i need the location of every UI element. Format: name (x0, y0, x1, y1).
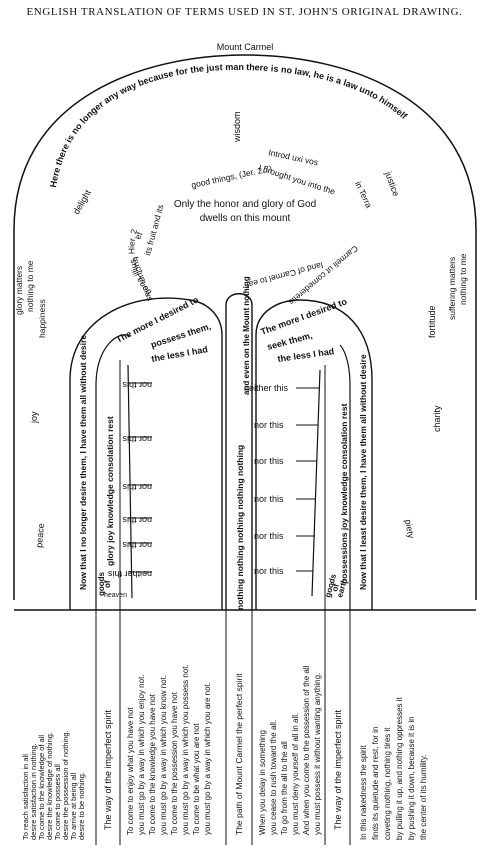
left-goods-line-3: heaven (104, 592, 127, 599)
svg-text:you must go by a way in which: you must go by a way in which you are no… (203, 682, 212, 835)
left-item: nor this (122, 515, 152, 525)
right-item: nor this (254, 420, 284, 430)
right-arch-line-2: seek them, (266, 330, 314, 352)
suffering-matters: suffering matters (447, 257, 457, 320)
svg-text:desire satisfaction in nothing: desire satisfaction in nothing. (29, 743, 38, 840)
svg-text:by pushing it down, because it: by pushing it down, because it is in (407, 716, 416, 840)
page-title: ENGLISH TRANSLATION OF TERMS USED IN ST.… (26, 6, 463, 18)
latin-et: et (132, 230, 144, 241)
nothing-to-me-left: nothing to me (25, 260, 35, 312)
left-items: nor this nor this nor this nor this nor … (107, 380, 152, 579)
left-goods-line-1: goods (97, 571, 106, 596)
svg-text:desire the knowledge of nothin: desire the knowledge of nothing. (45, 732, 54, 840)
right-item: nor this (254, 531, 284, 541)
right-items: neither this nor this nor this nor this … (244, 383, 320, 576)
left-item: neither this (107, 569, 152, 579)
svg-text:you must possess it without wa: you must possess it without wanting anyt… (313, 673, 322, 835)
base-col-5: When you delay in something you cease to… (258, 665, 322, 835)
i-brought: I brought you into the (257, 162, 336, 196)
virtue-charity: charity (432, 405, 442, 432)
svg-text:coveting nothing, nothing tire: coveting nothing, nothing tires it (383, 727, 392, 840)
svg-text:finds its quietude and rest, f: finds its quietude and rest, for in (371, 727, 380, 840)
latin-introd: Introd uxi vos (268, 147, 320, 167)
left-path-outer (69, 297, 223, 610)
right-path-inner (339, 344, 351, 610)
virtue-fortitude: fortitude (427, 305, 437, 338)
svg-text:To come to possess all: To come to possess all (53, 764, 62, 840)
left-goods-line-2: of (103, 580, 112, 588)
right-arch-line-3: the less I had (277, 346, 335, 364)
svg-text:you cease to rush toward the a: you cease to rush toward the all. (269, 720, 278, 835)
svg-text:the center of its humility.: the center of its humility. (419, 754, 428, 840)
virtue-delight: delight (71, 188, 93, 216)
right-item: neither this (244, 383, 289, 393)
svg-text:To reach satisfaction in all: To reach satisfaction in all (21, 754, 30, 840)
mount-name: Mount Carmel (217, 42, 274, 52)
left-item: nor this (122, 434, 152, 444)
virtue-justice: justice (383, 169, 401, 197)
center-path (225, 293, 253, 610)
center-line-2: dwells on this mount (200, 213, 291, 224)
svg-text:by pulling it up, and nothing: by pulling it up, and nothing oppresses … (395, 696, 404, 840)
mount-outline (13, 54, 477, 600)
right-outer-text: Now that I least desire them, I have the… (358, 354, 368, 590)
right-path-outer (255, 299, 373, 610)
svg-text:To come to the knowledge you h: To come to the knowledge you have not (148, 693, 157, 835)
latin-in-terra: in Terra (353, 180, 374, 210)
base-col-6-title: The way of the imperfect spirit (333, 709, 343, 830)
left-item: nor this (122, 540, 152, 550)
left-item: nor this (122, 482, 152, 492)
svg-text:you must deny yourself of all: you must deny yourself of all in all. (291, 713, 300, 835)
svg-text:desire to be nothing.: desire to be nothing. (77, 772, 86, 840)
right-item: nor this (254, 566, 284, 576)
base-col-2-title: The way of the imperfect spirit (103, 709, 113, 830)
svg-text:you must go by a way in which: you must go by a way in which you posses… (181, 664, 190, 835)
base-col-3: To come to enjoy what you have not you m… (126, 664, 212, 835)
base-col-1: To reach satisfaction in all desire sati… (21, 730, 86, 840)
nothing-to-me-right: nothing to me (458, 253, 468, 305)
virtue-joy: joy (29, 411, 39, 424)
left-path-inner (95, 334, 131, 610)
virtue-piety: piety (403, 519, 416, 540)
virtue-wisdom: wisdom (232, 111, 242, 143)
left-path-stem (127, 364, 133, 599)
left-outer-text: Now that I no longer desire them, I have… (78, 335, 88, 590)
right-inner-text: possessions joy knowledge consolation re… (339, 403, 349, 584)
svg-text:And when you come to the posse: And when you come to the possession of t… (302, 665, 311, 835)
base-col-7: In this nakedness the spirit finds its q… (359, 696, 428, 840)
svg-text:To come to enjoy what you have: To come to enjoy what you have not (126, 707, 135, 835)
its-fruit: its fruit and its (142, 203, 165, 256)
svg-text:you must go by a way in which: you must go by a way in which you enjoy … (137, 674, 146, 835)
top-arc-text: Here there is no longer any way because … (48, 62, 410, 188)
center-cap-text: and even on the Mount nothing (242, 276, 251, 395)
svg-text:desire the possession of nothi: desire the possession of nothing. (61, 730, 70, 840)
svg-text:To come to the knowledge of al: To come to the knowledge of all (37, 735, 46, 840)
svg-text:When you delay in something: When you delay in something (258, 730, 267, 835)
svg-text:In this nakedness the spirit: In this nakedness the spirit (359, 745, 368, 840)
virtue-peace: peace (34, 523, 46, 548)
right-item: nor this (254, 494, 284, 504)
svg-text:To go from the all to the all: To go from the all to the all (280, 741, 289, 835)
right-goods-line-2: of (330, 583, 341, 593)
right-arch-line-1: The more I desired to (259, 296, 348, 337)
right-goods-line-3: earth (335, 577, 349, 598)
right-item: nor this (254, 456, 284, 466)
left-item: nor this (122, 380, 152, 390)
svg-text:To arrive at being all: To arrive at being all (69, 773, 78, 840)
center-vertical-text: nothing nothing nothing nothing nothing (235, 445, 245, 610)
svg-text:you must go by a way in which: you must go by a way in which you know n… (159, 675, 168, 835)
center-line-1: Only the honor and glory of God (174, 199, 316, 210)
base-col-4-title: The path of Mount Carmel the perfect spi… (234, 673, 244, 835)
svg-text:To come to the possession you: To come to the possession you have not (170, 691, 179, 835)
glory-matters: glory matters (14, 266, 24, 315)
right-path-stem (311, 369, 321, 597)
svg-text:To come to be what you are not: To come to be what you are not (192, 723, 201, 835)
virtue-happiness: happiness (37, 299, 47, 338)
left-inner-text: glory joy knowledge consolation rest (105, 416, 115, 566)
